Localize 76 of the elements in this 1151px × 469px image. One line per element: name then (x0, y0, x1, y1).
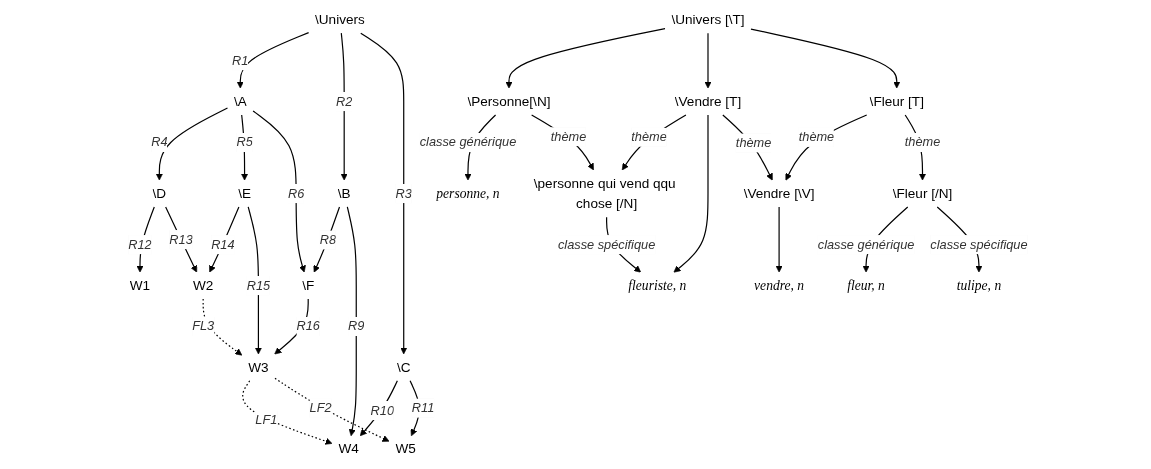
node-text: W2 (192, 277, 214, 293)
arrow (785, 114, 868, 181)
arrow (750, 28, 901, 89)
node-text: \Vendre [\V] (743, 185, 815, 201)
edge-label: R5 (236, 135, 253, 149)
arrow (209, 206, 240, 273)
node-text: tulipe, n (956, 277, 1002, 293)
arrow (505, 28, 666, 89)
arrow (236, 32, 310, 89)
node-text: \Vendre [T] (674, 93, 742, 109)
node-text: W3 (248, 359, 269, 375)
edge-label: thème (904, 135, 941, 149)
edge-label: classe générique (817, 237, 915, 252)
arrow (165, 206, 198, 273)
arrow (722, 114, 773, 181)
node-text: \C (396, 359, 411, 375)
edge-label: R14 (211, 237, 235, 252)
node-text: \Univers [\T] (671, 11, 745, 28)
node-text: \Personne[\N] (467, 93, 551, 109)
node-text: \Fleur [/N] (892, 185, 953, 201)
arrow (247, 206, 262, 355)
edge-label: LF2 (309, 401, 332, 415)
edge-label: R10 (370, 403, 394, 417)
node-text: \F (302, 277, 315, 293)
arrow (252, 110, 306, 273)
arrow (241, 114, 249, 181)
edge-label: R6 (287, 186, 305, 200)
arrow (202, 298, 243, 356)
edge-label: R8 (319, 232, 337, 247)
node-text: W5 (395, 441, 416, 457)
edge-label: R1 (232, 53, 249, 68)
node-text: fleuriste, n (628, 277, 687, 293)
arrow (340, 32, 348, 181)
node-text: \Univers (315, 11, 365, 28)
node-text: \Fleur [T] (869, 93, 924, 109)
arrow (775, 206, 783, 273)
arrow (409, 380, 420, 437)
arrow (531, 114, 594, 171)
node-text: \D (152, 185, 167, 201)
node-text: fleur, n (847, 277, 885, 293)
arrow (359, 380, 398, 437)
node-text: \E (238, 185, 251, 201)
edge-label: R12 (128, 237, 152, 252)
edge-label: FL3 (192, 319, 215, 333)
arrow (155, 107, 229, 181)
edge-label: R13 (169, 232, 193, 247)
arrow (274, 377, 390, 442)
arrow (346, 206, 357, 437)
node-text: vendre, n (754, 277, 805, 293)
arrow (673, 114, 709, 273)
edge-label: LF1 (255, 413, 278, 427)
edge-label: R16 (296, 319, 320, 333)
edge-label: R3 (395, 186, 412, 200)
arrow (242, 380, 333, 445)
node-text: personne, n (436, 185, 500, 201)
arrow (704, 32, 712, 89)
node-text: \personne qui vend qqu chose [/N] (533, 175, 676, 212)
edge-label: R9 (348, 319, 365, 333)
arrow (313, 206, 341, 273)
node-text: W1 (129, 277, 151, 293)
edge-label: thème (631, 130, 667, 144)
edge-label: R15 (246, 278, 271, 292)
edge-label: thème (550, 129, 587, 144)
edge-label: R4 (151, 135, 168, 149)
edge-label: classe générique (419, 135, 517, 149)
node-text: \A (233, 93, 247, 109)
node-text: W4 (338, 441, 359, 457)
edge-label: thème (798, 130, 835, 144)
edge-label: thème (735, 135, 772, 150)
arrow (360, 32, 408, 355)
edge-label: R2 (336, 94, 353, 108)
edge-label: classe spécifique (557, 237, 656, 252)
edge-label: classe spécifique (930, 237, 1028, 252)
arrow (621, 114, 687, 171)
node-text: \B (337, 185, 351, 201)
edge-label: R11 (411, 400, 435, 415)
